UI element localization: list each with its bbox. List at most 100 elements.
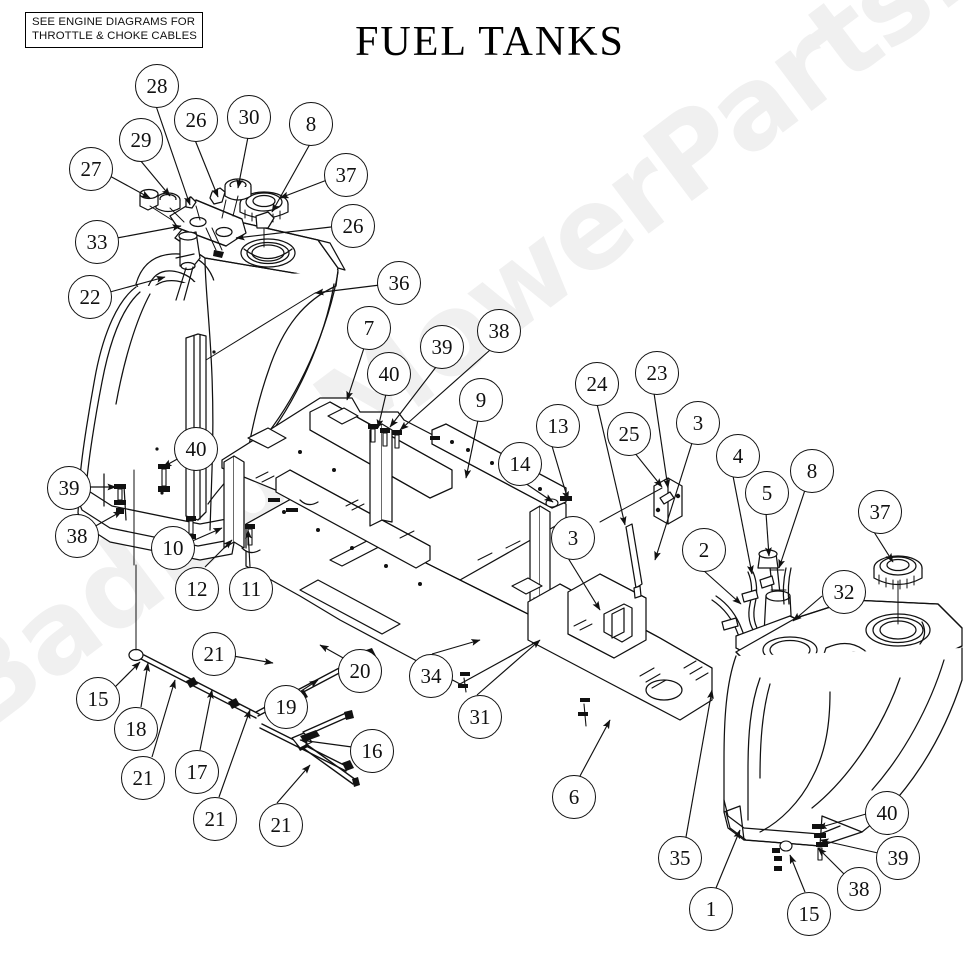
callout-balloon-40[interactable]: 40 (367, 352, 411, 396)
leader-line (873, 531, 894, 563)
callout-balloon-39[interactable]: 39 (47, 466, 91, 510)
leader-line (817, 847, 846, 876)
callout-balloon-8[interactable]: 8 (790, 449, 834, 493)
callout-number: 7 (363, 315, 375, 340)
leader-line (464, 419, 479, 479)
callout-balloon-26[interactable]: 26 (331, 204, 375, 248)
leader-line (109, 275, 166, 293)
callout-balloon-5[interactable]: 5 (745, 471, 789, 515)
leader-line (431, 639, 481, 655)
callout-balloon-14[interactable]: 14 (498, 442, 542, 486)
leader-line (792, 595, 823, 622)
callout-balloon-34[interactable]: 34 (409, 654, 453, 698)
callout-balloon-10[interactable]: 10 (151, 526, 195, 570)
leader-line (155, 105, 191, 206)
callout-balloon-3[interactable]: 3 (676, 401, 720, 445)
callout-balloon-36[interactable]: 36 (377, 261, 421, 305)
callout-balloon-33[interactable]: 33 (75, 220, 119, 264)
callout-number: 11 (240, 576, 262, 601)
note-line-1: SEE ENGINE DIAGRAMS FOR (32, 16, 196, 28)
callout-number: 17 (186, 759, 208, 784)
callout-balloon-24[interactable]: 24 (575, 362, 619, 406)
callout-balloon-15[interactable]: 15 (76, 677, 120, 721)
callout-balloon-21[interactable]: 21 (259, 803, 303, 847)
callout-balloon-17[interactable]: 17 (175, 750, 219, 794)
callout-balloon-6[interactable]: 6 (552, 775, 596, 819)
leader-line (151, 679, 176, 758)
callout-number: 2 (698, 537, 710, 562)
callout-number: 28 (146, 73, 168, 98)
callout-balloon-39[interactable]: 39 (420, 325, 464, 369)
callout-balloon-25[interactable]: 25 (607, 412, 651, 456)
callout-balloon-32[interactable]: 32 (822, 570, 866, 614)
leader-line (107, 174, 151, 199)
callout-balloon-27[interactable]: 27 (69, 147, 113, 191)
callout-balloon-37[interactable]: 37 (324, 153, 368, 197)
callout-number: 23 (646, 360, 668, 385)
callout-number: 39 (58, 475, 80, 500)
callout-balloon-2[interactable]: 2 (682, 528, 726, 572)
callout-balloon-35[interactable]: 35 (658, 836, 702, 880)
leader-line (715, 829, 741, 889)
leader-line (376, 393, 387, 429)
callout-number: 8 (806, 458, 818, 483)
callout-number: 37 (335, 162, 357, 187)
callout-balloon-38[interactable]: 38 (837, 867, 881, 911)
callout-balloon-30[interactable]: 30 (227, 95, 271, 139)
callout-balloon-22[interactable]: 22 (68, 275, 112, 319)
callout-balloon-40[interactable]: 40 (865, 791, 909, 835)
callout-balloon-18[interactable]: 18 (114, 707, 158, 751)
callout-balloon-3[interactable]: 3 (551, 516, 595, 560)
callout-balloon-37[interactable]: 37 (858, 490, 902, 534)
callout-balloon-9[interactable]: 9 (459, 378, 503, 422)
callout-balloon-7[interactable]: 7 (347, 306, 391, 350)
callout-balloon-38[interactable]: 38 (55, 514, 99, 558)
callout-balloon-4[interactable]: 4 (716, 434, 760, 478)
page-title: FUEL TANKS (0, 18, 980, 66)
callout-number: 39 (887, 845, 909, 870)
callout-number: 13 (547, 413, 569, 438)
callout-balloon-23[interactable]: 23 (635, 351, 679, 395)
callout-balloon-20[interactable]: 20 (338, 649, 382, 693)
callout-number: 38 (66, 523, 88, 548)
callout-balloon-21[interactable]: 21 (192, 632, 236, 676)
callout-balloon-13[interactable]: 13 (536, 404, 580, 448)
callout-balloon-26[interactable]: 26 (174, 98, 218, 142)
callout-number: 29 (130, 127, 152, 152)
leader-line (579, 719, 611, 777)
callout-balloon-12[interactable]: 12 (175, 567, 219, 611)
callout-balloon-16[interactable]: 16 (350, 729, 394, 773)
callout-number: 1 (705, 896, 717, 921)
callout-number: 19 (275, 694, 297, 719)
callout-balloon-15[interactable]: 15 (787, 892, 831, 936)
callout-number: 5 (761, 480, 773, 505)
callout-balloon-21[interactable]: 21 (193, 797, 237, 841)
callout-balloon-39[interactable]: 39 (876, 836, 920, 880)
callout-number: 26 (185, 107, 207, 132)
leader-line (789, 854, 806, 893)
callout-balloon-28[interactable]: 28 (135, 64, 179, 108)
leader-line (204, 539, 233, 568)
left-fuel-tank (77, 211, 346, 561)
callout-balloon-40[interactable]: 40 (174, 427, 218, 471)
callout-number: 4 (732, 443, 744, 468)
callout-number: 27 (80, 156, 102, 181)
callout-number: 16 (361, 738, 383, 763)
right-fuel-tank (723, 599, 963, 847)
callout-balloon-38[interactable]: 38 (477, 309, 521, 353)
callout-balloon-19[interactable]: 19 (264, 685, 308, 729)
callout-balloon-29[interactable]: 29 (119, 118, 163, 162)
leader-line (271, 143, 311, 213)
leader-line (245, 529, 252, 568)
leader-line (524, 482, 554, 503)
leader-line (654, 442, 693, 561)
callout-number: 21 (203, 641, 225, 666)
callout-balloon-21[interactable]: 21 (121, 756, 165, 800)
callout-balloon-8[interactable]: 8 (289, 102, 333, 146)
callout-balloon-11[interactable]: 11 (229, 567, 273, 611)
callout-number: 35 (669, 845, 691, 870)
callout-balloon-1[interactable]: 1 (689, 887, 733, 931)
callout-balloon-31[interactable]: 31 (458, 695, 502, 739)
